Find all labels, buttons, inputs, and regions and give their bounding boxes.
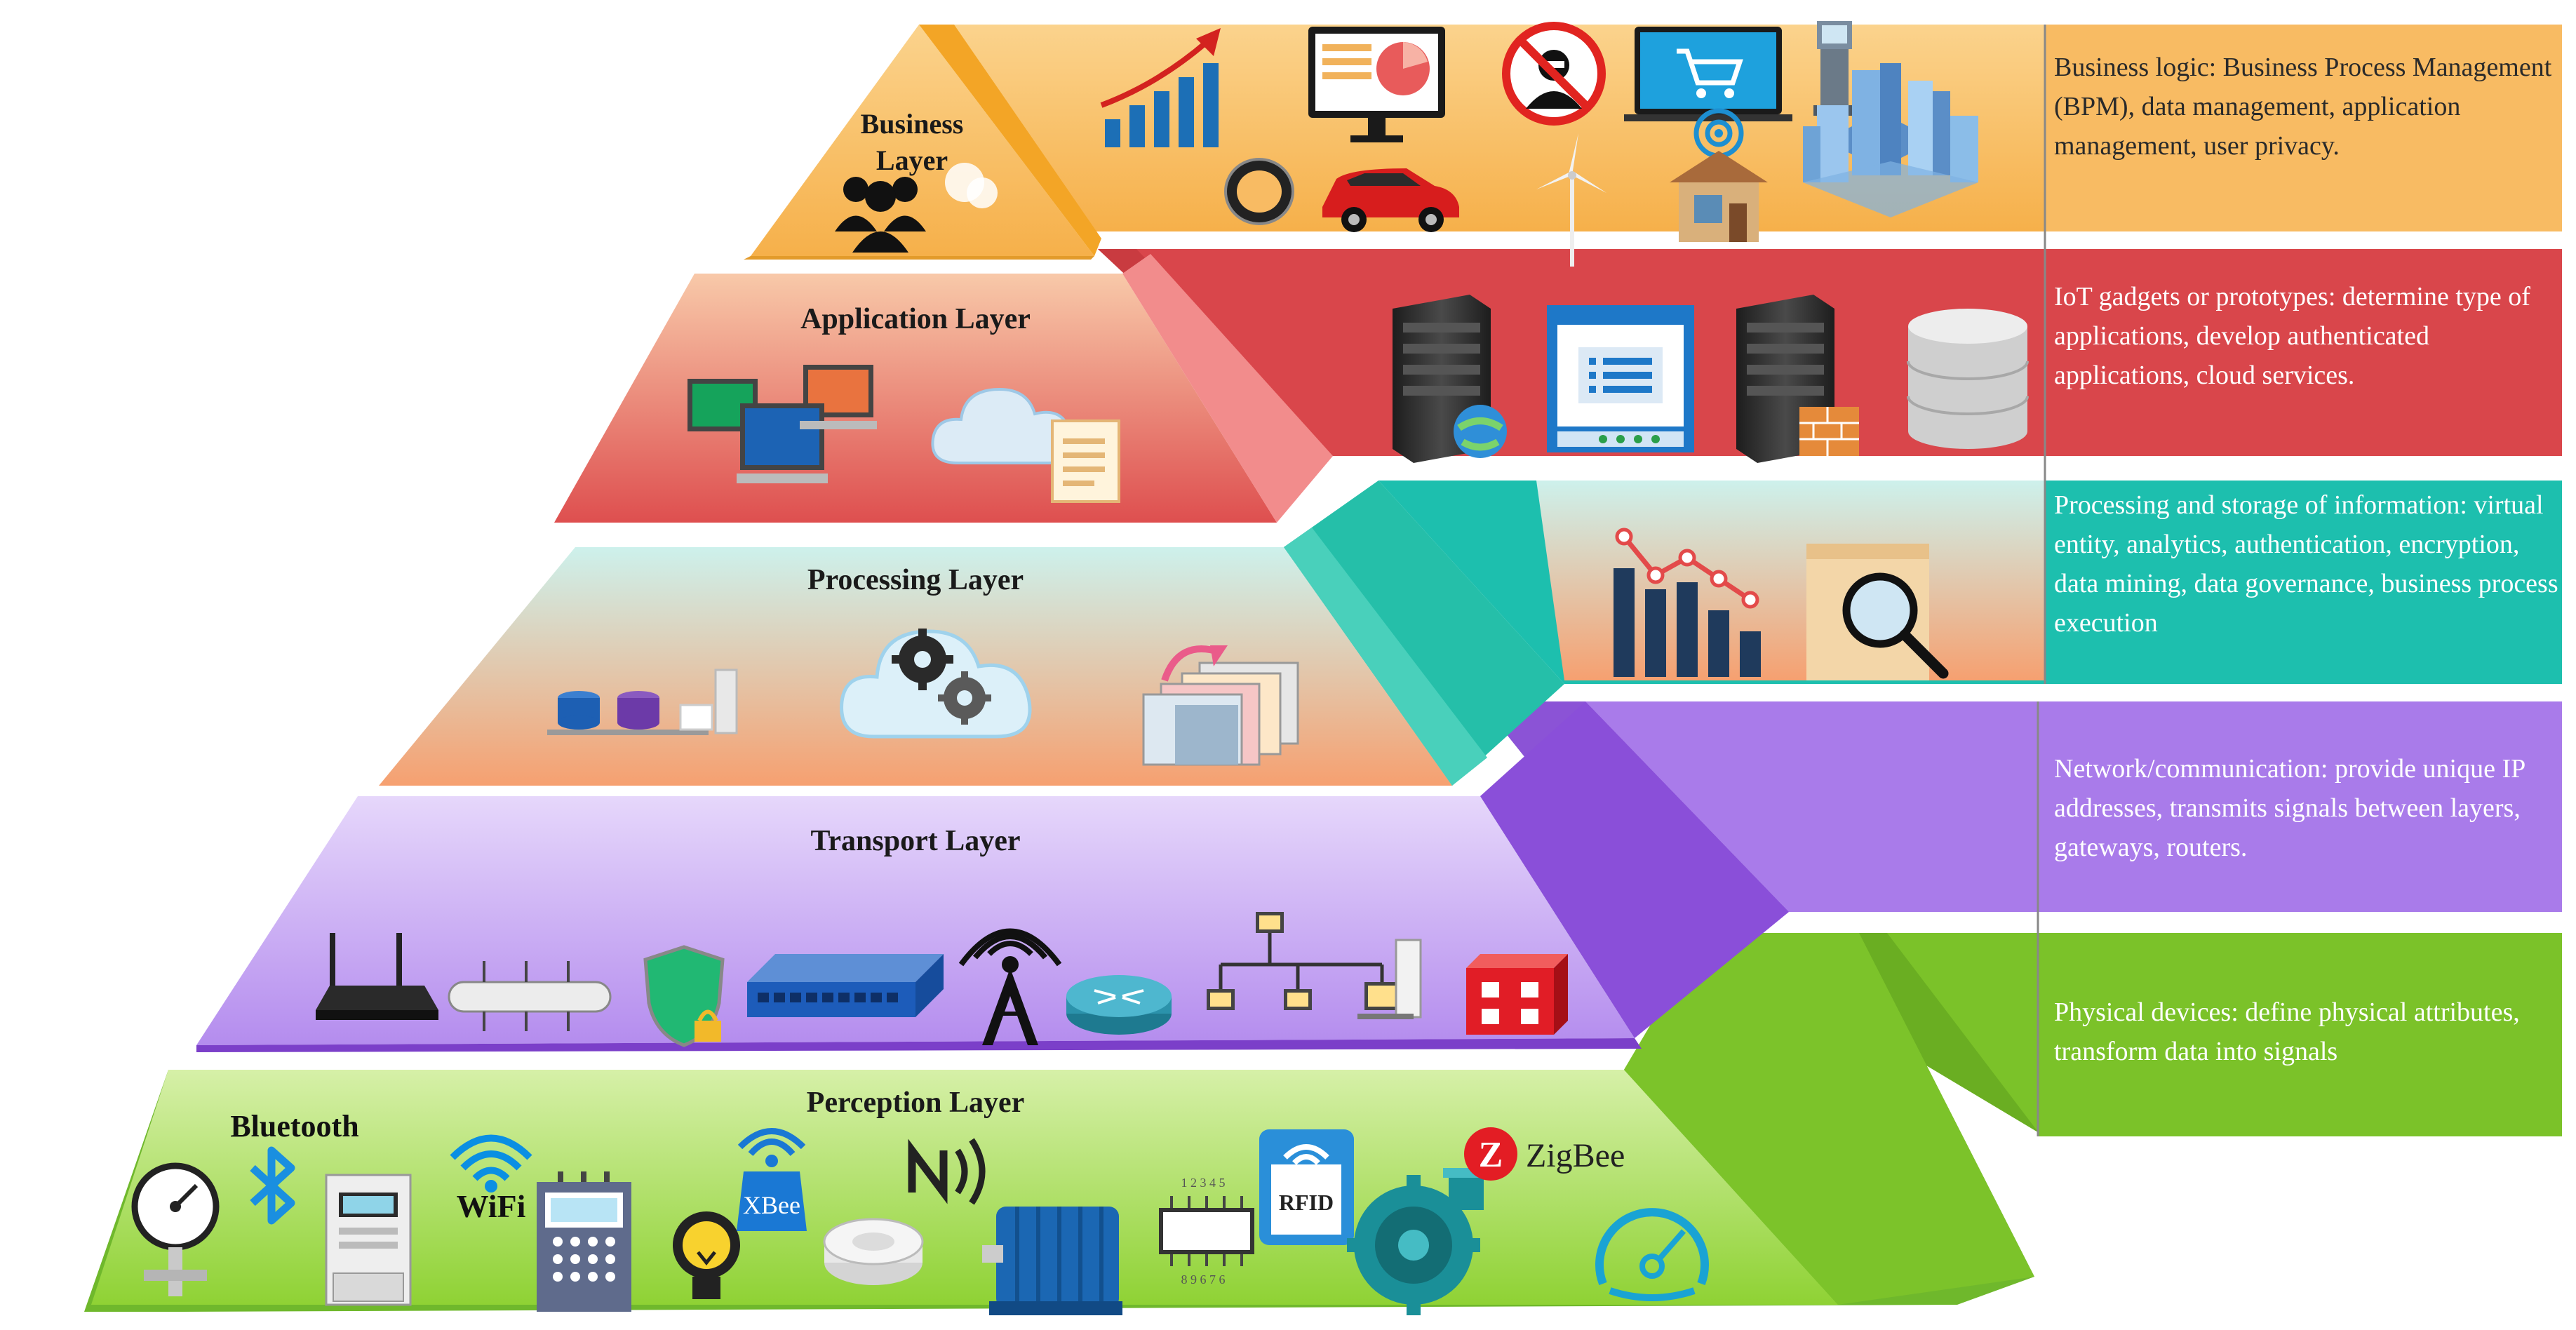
rfid-icon: RFID — [1259, 1129, 1354, 1245]
bluetooth-label: Bluetooth — [230, 1109, 358, 1143]
firewall-server-icon — [1736, 295, 1859, 463]
processing-layer-title: Processing Layer — [807, 564, 1024, 596]
light-bulb-icon — [673, 1211, 740, 1299]
wind-turbine-icon — [1536, 133, 1606, 267]
bluetooth-icon — [250, 1146, 295, 1225]
pressure-gauge-icon — [131, 1162, 220, 1296]
business-layer-title-line2: Layer — [876, 145, 948, 176]
electric-meter-icon — [325, 1174, 412, 1306]
web-server-icon — [1393, 295, 1507, 463]
analytics-chart-icon — [1614, 528, 1761, 677]
database-icon — [1907, 309, 2029, 449]
hub-icon — [448, 961, 612, 1031]
perception-layer-title: Perception Layer — [807, 1087, 1025, 1119]
city-buildings-icon — [1803, 63, 1978, 217]
search-box-icon — [1806, 544, 1949, 680]
wifi-icon — [450, 1134, 532, 1193]
chip-pin-numbers-bottom: 8 9 6 7 6 — [1181, 1272, 1226, 1287]
zigbee-icon: Z ZigBee — [1464, 1127, 1625, 1181]
zigbee-label: ZigBee — [1526, 1137, 1625, 1174]
rfid-label: RFID — [1279, 1190, 1334, 1215]
car-icon — [1322, 168, 1459, 232]
description-panels — [2037, 25, 2562, 1136]
business-layer-description: Business logic: Business Process Managem… — [2054, 53, 2552, 161]
router-icon — [1066, 975, 1172, 1035]
xbee-label: XBee — [743, 1191, 800, 1219]
monitor-chart-icon — [1308, 27, 1445, 142]
pump-icon — [1347, 1168, 1489, 1315]
database-network-icon — [547, 669, 738, 735]
smoke-detector-icon — [823, 1218, 924, 1285]
browser-window-icon — [1547, 305, 1694, 452]
speedometer-icon — [1595, 1208, 1709, 1301]
people-icon — [835, 163, 998, 253]
privacy-icon — [1502, 22, 1606, 126]
network-topology-icon — [1207, 912, 1422, 1019]
application-layer-description: IoT gadgets or prototypes: determine typ… — [2054, 282, 2530, 390]
transport-layer-title: Transport Layer — [810, 825, 1020, 857]
smart-home-icon — [1670, 108, 1768, 242]
shopping-cart-icon — [1624, 27, 1792, 121]
cloud-document-icon — [931, 387, 1120, 503]
switch-module-icon — [1466, 954, 1568, 1035]
wifi-label: WiFi — [457, 1188, 526, 1224]
growth-chart-icon — [1100, 28, 1221, 147]
wireless-router-icon — [316, 933, 438, 1020]
zigbee-logo-letter: Z — [1479, 1135, 1503, 1175]
application-layer-title: Application Layer — [800, 303, 1031, 335]
radio-tower-icon — [958, 928, 1062, 1045]
motor-icon — [982, 1207, 1122, 1315]
cloud-gears-icon — [840, 629, 1032, 739]
chip-icon: 1 2 3 4 5 8 9 6 7 6 — [1159, 1176, 1254, 1287]
xbee-icon: XBee — [737, 1128, 807, 1231]
network-switch-icon — [747, 954, 944, 1017]
transport-layer-description: Network/communication: provide unique IP… — [2054, 754, 2525, 862]
business-layer-title-line1: Business — [861, 108, 964, 140]
nfc-icon — [908, 1138, 986, 1205]
smart-meter-icon — [537, 1171, 631, 1312]
perception-layer-description: Physical devices: define physical attrib… — [2054, 998, 2520, 1066]
chip-pin-numbers-top: 1 2 3 4 5 — [1181, 1176, 1226, 1190]
files-sync-icon — [1142, 645, 1299, 766]
smart-ring-icon — [1224, 158, 1294, 225]
computers-icon — [687, 365, 877, 483]
processing-layer-description: Processing and storage of information: v… — [2054, 490, 2558, 638]
security-shield-icon — [643, 945, 725, 1047]
